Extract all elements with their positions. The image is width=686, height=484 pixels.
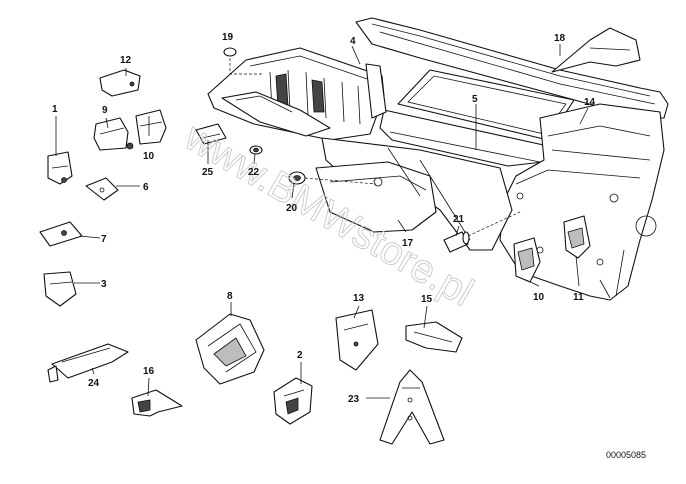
part-15-bracket [405, 321, 463, 353]
callout-20: 20 [286, 203, 298, 214]
part-24-bracket [47, 343, 129, 383]
callout-5: 5 [472, 94, 478, 105]
part-10-bracket-left [135, 109, 167, 145]
part-6-plate [85, 177, 119, 201]
callout-7: 7 [101, 234, 107, 245]
callout-16: 16 [143, 366, 155, 377]
part-3-clip [43, 271, 77, 307]
callout-18: 18 [554, 33, 566, 44]
callout-4: 4 [350, 36, 356, 47]
callout-9: 9 [102, 105, 108, 116]
callout-19: 19 [222, 32, 234, 43]
callout-25: 25 [202, 167, 214, 178]
leader-lines [55, 44, 589, 399]
part-13-bracket [335, 309, 379, 371]
part-19-plug [223, 47, 262, 75]
part-16-bracket [131, 389, 183, 417]
part-20-grommet [288, 171, 377, 185]
part-11-bracket [563, 215, 591, 259]
part-10-bracket-right [513, 237, 541, 283]
part-7-plate [39, 221, 83, 247]
callout-13: 13 [353, 293, 365, 304]
part-22-grommet [249, 145, 263, 155]
callout-11: 11 [573, 292, 584, 303]
callout-15: 15 [421, 294, 433, 305]
part-2-bracket [273, 377, 313, 425]
part-8-support [195, 313, 265, 385]
callout-17: 17 [402, 238, 414, 249]
callout-2: 2 [297, 350, 303, 361]
bulkhead-assembly [207, 17, 669, 301]
callout-24: 24 [88, 378, 100, 389]
part-25-bracket [195, 123, 227, 145]
callout-10-right: 10 [533, 292, 545, 303]
callout-6: 6 [143, 182, 149, 193]
callout-22: 22 [248, 167, 260, 178]
callout-8: 8 [227, 291, 233, 302]
catalog-number: 00005085 [606, 450, 646, 460]
callout-1: 1 [52, 104, 58, 115]
callout-3: 3 [101, 279, 107, 290]
part-12-clip [99, 69, 141, 97]
part-1-bracket [47, 151, 73, 185]
callout-10-left: 10 [143, 151, 155, 162]
callout-14: 14 [584, 97, 596, 108]
callout-21: 21 [453, 214, 465, 225]
callout-12: 12 [120, 55, 132, 66]
callout-23: 23 [348, 394, 360, 405]
part-9-bracket [93, 117, 134, 151]
part-18-bracket [551, 27, 641, 73]
callout-labels: 1 2 3 4 5 6 7 8 9 10 10 11 12 13 14 15 1… [52, 32, 596, 405]
part-23-support [379, 369, 445, 445]
